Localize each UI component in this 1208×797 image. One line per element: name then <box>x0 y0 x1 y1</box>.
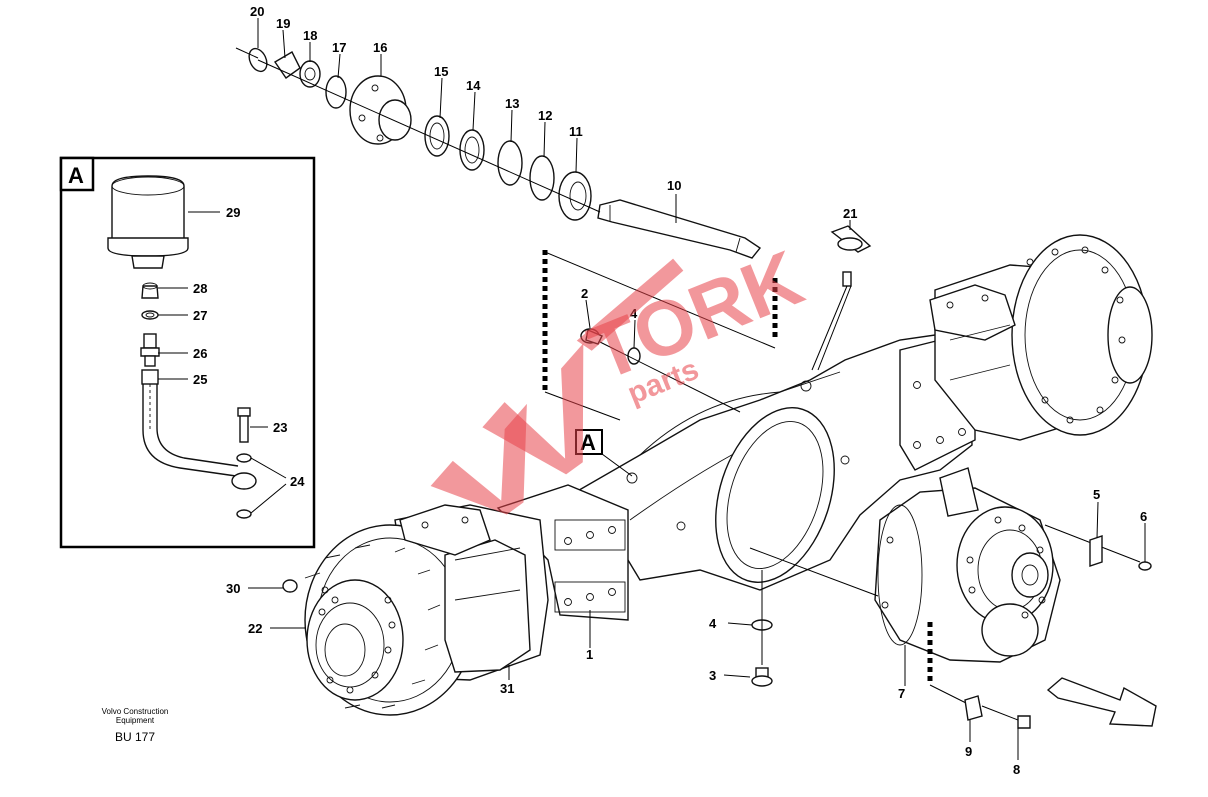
callout-9: 9 <box>965 744 972 759</box>
callout-23: 23 <box>273 420 287 435</box>
callout-18: 18 <box>303 28 317 43</box>
callout-31: 31 <box>500 681 514 696</box>
callout-10: 10 <box>667 178 681 193</box>
callout-17: 17 <box>332 40 346 55</box>
forward-direction-arrow <box>1046 677 1157 727</box>
callout-30: 30 <box>226 581 240 596</box>
figure-caption: Volvo Construction Equipment BU 177 <box>102 707 169 744</box>
callout-27: 27 <box>193 308 207 323</box>
shaft-assembly-part <box>235 47 762 259</box>
hose-25-part <box>141 369 239 477</box>
callout-24: 24 <box>290 474 305 489</box>
right-hub-part <box>929 234 1153 441</box>
differential-part <box>874 467 1061 663</box>
callout-13: 13 <box>505 96 519 111</box>
callout-14: 14 <box>466 78 481 93</box>
bolt-8-part <box>981 705 1031 729</box>
callout-22: 22 <box>248 621 262 636</box>
callout-29: 29 <box>226 205 240 220</box>
left-hub-part <box>304 504 549 716</box>
axle-marker-label: A <box>580 430 596 455</box>
callout-21: 21 <box>843 206 857 221</box>
callout-15: 15 <box>434 64 448 79</box>
callout-3: 3 <box>709 668 716 683</box>
callout-leaders <box>248 18 1146 760</box>
breather-21-part <box>811 225 872 371</box>
callout-12: 12 <box>538 108 552 123</box>
callout-1: 1 <box>586 647 593 662</box>
caption-line-2: Equipment <box>116 716 155 725</box>
screw-6-part <box>1138 561 1152 571</box>
nipple-26-part <box>140 333 160 367</box>
gasket-5-part <box>1089 535 1103 567</box>
callout-16: 16 <box>373 40 387 55</box>
callout-26: 26 <box>193 346 207 361</box>
bolt-23-part <box>237 407 251 443</box>
inset-panel: A <box>59 156 316 549</box>
callout-6: 6 <box>1140 509 1147 524</box>
bolt-30-part <box>282 579 298 593</box>
callout-25: 25 <box>193 372 207 387</box>
inset-label: A <box>68 163 84 188</box>
callout-19: 19 <box>276 16 290 31</box>
sleeve-9-part <box>964 695 983 721</box>
callout-7: 7 <box>898 686 905 701</box>
washer-27-part <box>141 310 159 320</box>
callout-5: 5 <box>1093 487 1100 502</box>
callout-4-lower: 4 <box>709 616 717 631</box>
caption-code: BU 177 <box>115 730 155 744</box>
callout-28: 28 <box>193 281 207 296</box>
fitting-28-part <box>141 282 159 299</box>
callout-11: 11 <box>569 124 583 139</box>
callout-8: 8 <box>1013 762 1020 777</box>
caption-line-1: Volvo Construction <box>102 707 169 716</box>
breather-cap-part <box>107 175 189 269</box>
callout-20: 20 <box>250 4 264 19</box>
callout-2: 2 <box>581 286 588 301</box>
drain-plug-3-part <box>751 619 773 687</box>
